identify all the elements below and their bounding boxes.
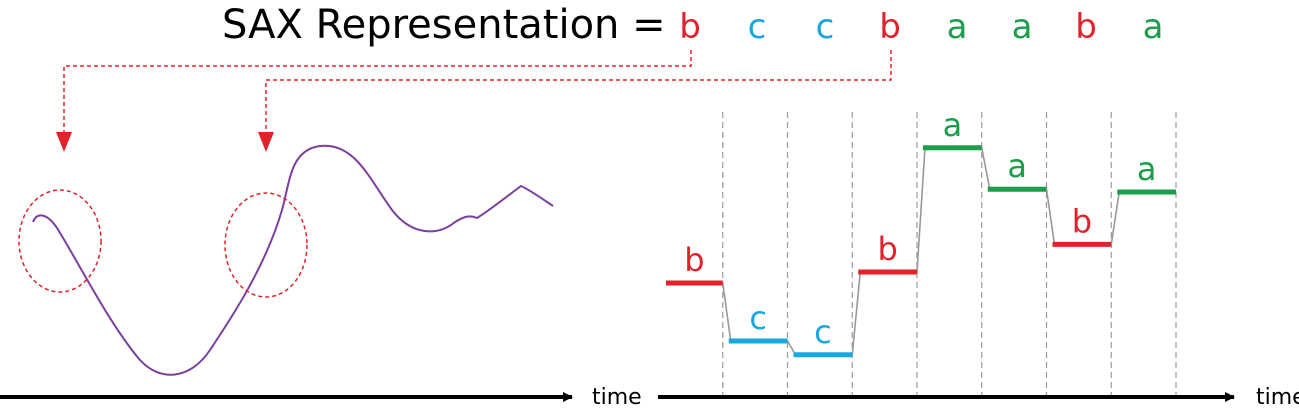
title-symbol-5: a [1012,7,1033,47]
sax-segment-label-6: b [1072,202,1092,240]
raw-time-series-curve [32,144,554,376]
title-symbol-3: b [879,7,901,47]
step-connector-line [666,147,1176,356]
highlight-ellipse-right [224,192,308,298]
down-arrow-left [56,132,72,152]
title-symbol-2: c [816,7,835,47]
sax-segment-label-4: a [943,106,963,144]
title-prefix: SAX Representation = [222,2,666,48]
down-arrow-right [258,132,274,152]
sax-segment-label-0: b [684,241,704,279]
title-symbol-7: a [1143,7,1164,47]
connector-left [56,50,692,152]
connector-right [258,50,892,152]
sax-segment-label-2: c [814,313,832,351]
time-axis-label-left: time [592,385,642,410]
segment-boundaries [722,112,1177,395]
sax-segment-label-3: b [877,230,897,268]
title-symbol-1: c [748,7,767,47]
title-symbol-4: a [947,7,968,47]
sax-segments: b c c b a a b a [666,106,1176,358]
title-symbol-6: b [1075,7,1097,47]
sax-segment-label-5: a [1007,147,1027,185]
title-symbol-0: b [679,7,701,47]
sax-segment-label-7: a [1137,150,1157,188]
time-axis-label-right: time [1256,385,1299,410]
highlight-ellipse-left [18,189,102,293]
sax-segment-label-1: c [749,299,767,337]
